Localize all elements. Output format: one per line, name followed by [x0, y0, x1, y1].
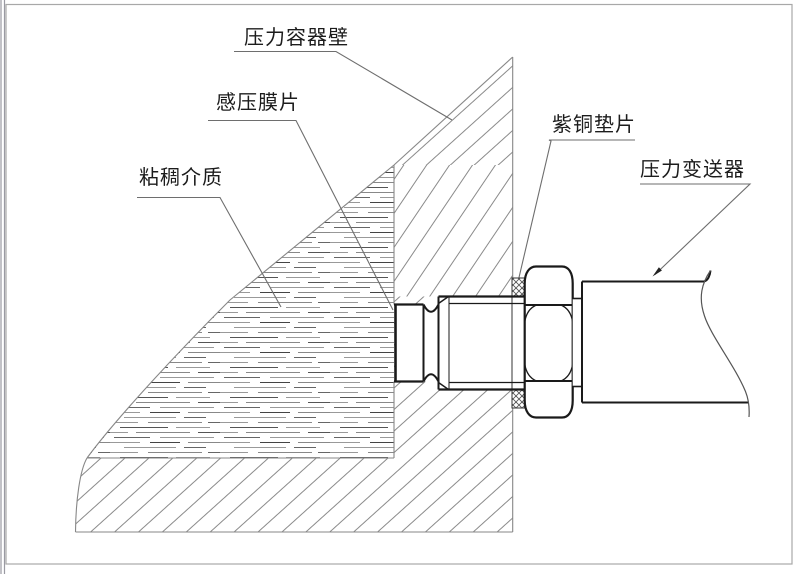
connector-neck: [572, 297, 582, 388]
leader-lines: [137, 50, 752, 311]
label-copper-gasket: 紫铜垫片: [552, 114, 636, 136]
label-vessel-wall: 压力容器壁: [244, 27, 349, 49]
pressure-transmitter-body: [581, 270, 750, 418]
viscous-medium-region: [87, 165, 394, 458]
leader-vessel-wall: [234, 50, 453, 121]
hex-nut: [523, 265, 574, 419]
leader-copper-gasket: [518, 139, 635, 278]
leader-viscous-medium: [137, 196, 282, 308]
thread-bore-white: [438, 296, 525, 390]
leader-pressure-transmitter: [640, 183, 752, 275]
label-pressure-transmitter: 压力变送器: [640, 159, 745, 181]
leader-arrowhead: [652, 267, 662, 277]
threaded-fitting: [437, 295, 525, 391]
label-viscous-medium: 粘稠介质: [139, 167, 223, 189]
sensing-diaphragm-nose: [394, 303, 440, 383]
vessel-wall-section: [75, 57, 513, 532]
label-sensing-diaphragm: 感压膜片: [216, 92, 300, 114]
wall-outlines: [74, 56, 514, 533]
leader-diaphragm: [208, 119, 394, 311]
recess-white: [394, 304, 439, 382]
